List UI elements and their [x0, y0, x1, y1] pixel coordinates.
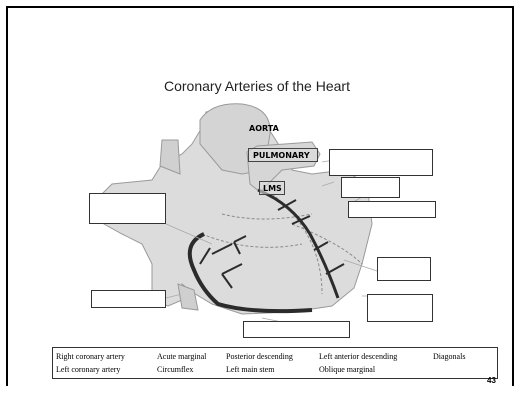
- answer-box-4[interactable]: [89, 193, 166, 224]
- word-bank: Right coronary artery Acute marginal Pos…: [52, 347, 498, 379]
- answer-box-6[interactable]: [91, 290, 166, 308]
- word-left-anterior-descending: Left anterior descending: [319, 352, 397, 361]
- word-diagonals: Diagonals: [433, 352, 465, 361]
- answer-box-3[interactable]: [348, 201, 436, 218]
- aorta-label: AORTA: [249, 124, 279, 133]
- word-right-coronary-artery: Right coronary artery: [56, 352, 125, 361]
- answer-box-2[interactable]: [341, 177, 400, 198]
- answer-box-5[interactable]: [377, 257, 431, 281]
- pulmonary-label: PULMONARY: [253, 151, 310, 160]
- word-circumflex: Circumflex: [157, 365, 193, 374]
- page-number: 43: [487, 376, 496, 385]
- word-left-coronary-artery: Left coronary artery: [56, 365, 120, 374]
- answer-box-1[interactable]: [329, 149, 433, 176]
- word-oblique-marginal: Oblique marginal: [319, 365, 375, 374]
- word-acute-marginal: Acute marginal: [157, 352, 206, 361]
- lms-label: LMS: [263, 184, 282, 193]
- word-posterior-descending: Posterior descending: [226, 352, 293, 361]
- answer-box-8[interactable]: [243, 321, 350, 338]
- word-left-main-stem: Left main stem: [226, 365, 274, 374]
- answer-box-7[interactable]: [367, 294, 433, 322]
